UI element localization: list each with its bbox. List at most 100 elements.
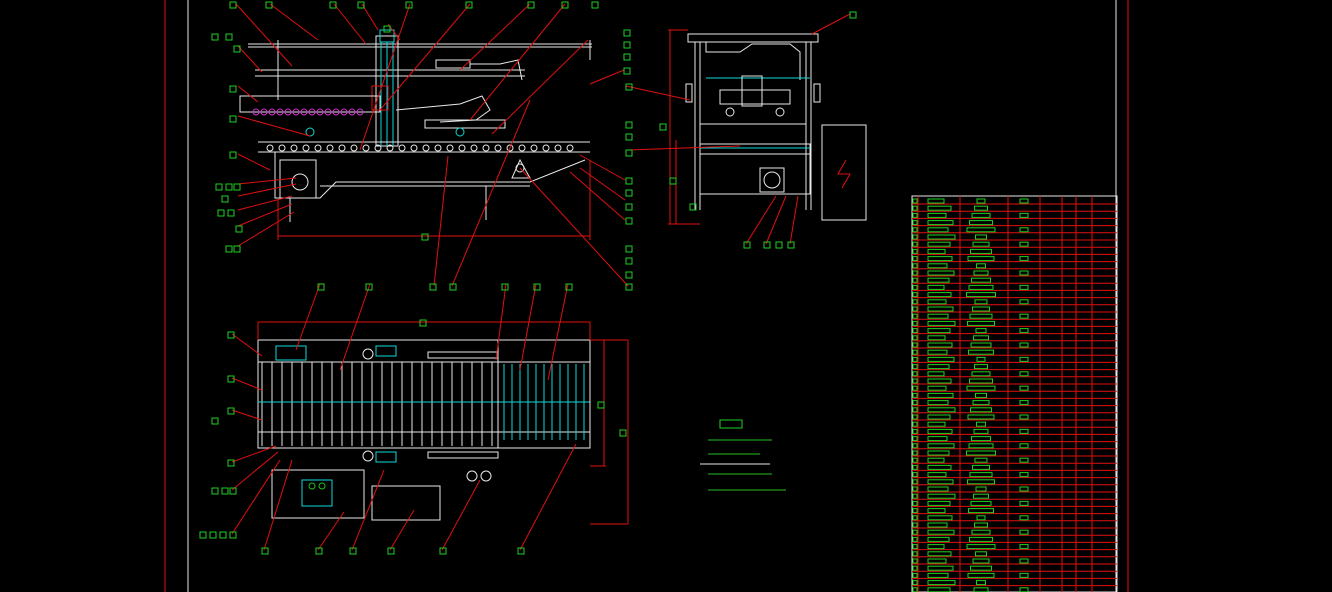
- part-balloon: [227, 375, 235, 383]
- table-cell-text-mark: [1019, 400, 1029, 406]
- table-cell-text-mark: [912, 335, 918, 341]
- table-cell-text-mark: [927, 205, 952, 211]
- table-cell-text-mark: [912, 428, 918, 434]
- part-balloon: [623, 41, 631, 49]
- part-balloon: [211, 33, 219, 41]
- part-balloon: [221, 195, 229, 203]
- table-cell-text-mark: [969, 472, 993, 478]
- table-cell-text-mark: [912, 256, 918, 262]
- table-cell-text-mark: [912, 205, 918, 211]
- table-cell-text-mark: [1019, 486, 1029, 492]
- part-balloon: [565, 283, 573, 291]
- table-cell-text-mark: [912, 342, 918, 348]
- table-cell-text-mark: [927, 234, 956, 240]
- table-cell-text-mark: [927, 328, 951, 334]
- table-cell-text-mark: [1019, 443, 1029, 449]
- table-cell-text-mark: [976, 515, 986, 521]
- table-cell-text-mark: [912, 464, 918, 470]
- table-cell-text-mark: [927, 306, 954, 312]
- part-balloon: [227, 459, 235, 467]
- part-balloon: [217, 209, 225, 217]
- table-cell-text-mark: [927, 198, 945, 204]
- table-cell-text-mark: [1019, 529, 1029, 535]
- part-balloon: [625, 121, 633, 129]
- table-cell-text-mark: [1019, 227, 1029, 233]
- table-cell-text-mark: [1019, 270, 1029, 276]
- table-cell-text-mark: [966, 292, 996, 298]
- table-cell-text-mark: [969, 313, 993, 319]
- table-cell-text-mark: [912, 356, 918, 362]
- table-cell-text-mark: [927, 529, 955, 535]
- part-balloon: [227, 331, 235, 339]
- part-balloon: [625, 257, 633, 265]
- table-cell-text-mark: [973, 587, 989, 592]
- part-balloon: [349, 547, 357, 555]
- table-cell-text-mark: [912, 371, 918, 377]
- table-cell-text-mark: [912, 572, 918, 578]
- table-cell-text-mark: [927, 248, 946, 254]
- table-cell-text-mark: [1019, 212, 1029, 218]
- part-balloon: [449, 283, 457, 291]
- table-cell-text-mark: [966, 385, 996, 391]
- table-cell-text-mark: [971, 529, 991, 535]
- part-balloon: [229, 151, 237, 159]
- table-cell-text-mark: [969, 220, 993, 226]
- table-cell-text-mark: [927, 436, 948, 442]
- upper-roller-row: [252, 108, 364, 116]
- table-cell-text-mark: [1019, 313, 1029, 319]
- part-balloon: [229, 487, 237, 495]
- table-cell-text-mark: [976, 263, 986, 269]
- table-cell-text-mark: [976, 356, 986, 362]
- part-balloon: [383, 25, 391, 33]
- table-cell-text-mark: [927, 580, 956, 586]
- table-cell-text-mark: [912, 479, 918, 485]
- part-balloon: [625, 149, 633, 157]
- table-cell-text-mark: [966, 227, 996, 233]
- table-cell-text-mark: [927, 385, 947, 391]
- table-cell-text-mark: [912, 436, 918, 442]
- drawing-frame: [164, 0, 1129, 592]
- part-balloon: [229, 85, 237, 93]
- table-cell-text-mark: [912, 529, 918, 535]
- part-balloon: [219, 531, 227, 539]
- table-cell-text-mark: [1019, 328, 1029, 334]
- table-cell-text-mark: [912, 364, 918, 370]
- parts-list-table: [911, 195, 1118, 592]
- table-cell-text-mark: [927, 428, 953, 434]
- table-cell-text-mark: [927, 313, 949, 319]
- table-cell-text-mark: [1019, 371, 1029, 377]
- table-cell-text-mark: [927, 263, 948, 269]
- table-cell-text-mark: [912, 536, 918, 542]
- table-cell-text-mark: [927, 371, 945, 377]
- table-cell-text-mark: [912, 220, 918, 226]
- table-cell-text-mark: [912, 292, 918, 298]
- part-balloon: [623, 29, 631, 37]
- part-balloon: [221, 487, 229, 495]
- side-view: [625, 13, 867, 245]
- table-cell-text-mark: [1019, 342, 1029, 348]
- part-balloon: [229, 531, 237, 539]
- part-balloon: [209, 531, 217, 539]
- table-cell-text-mark: [927, 522, 948, 528]
- table-cell-text-mark: [927, 220, 954, 226]
- part-balloon: [211, 417, 219, 425]
- table-cell-text-mark: [1019, 385, 1029, 391]
- table-cell-text-mark: [927, 284, 945, 290]
- part-balloon: [619, 429, 627, 437]
- table-cell-text-mark: [927, 349, 948, 355]
- table-cell-text-mark: [967, 320, 995, 326]
- table-cell-text-mark: [967, 414, 995, 420]
- table-cell-text-mark: [912, 306, 918, 312]
- table-cell-text-mark: [971, 277, 991, 283]
- table-cell-text-mark: [912, 500, 918, 506]
- table-cell-text-mark: [968, 508, 994, 514]
- part-balloon: [561, 1, 569, 9]
- table-cell-text-mark: [976, 421, 986, 427]
- part-balloon: [365, 283, 373, 291]
- table-cell-text-mark: [927, 486, 949, 492]
- part-balloon: [233, 45, 241, 53]
- part-balloon: [625, 83, 633, 91]
- table-cell-text-mark: [927, 320, 956, 326]
- part-balloon: [211, 487, 219, 495]
- table-cell-text-mark: [927, 515, 953, 521]
